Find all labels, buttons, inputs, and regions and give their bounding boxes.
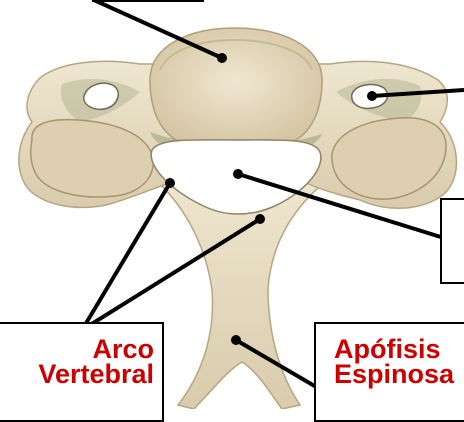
label-arco-line2: Vertebral [0,362,154,387]
dot-body [217,53,227,63]
label-apofisis-line2: Espinosa [334,362,464,387]
vertebral-body [150,28,322,148]
top-label-box-edge [92,0,204,2]
leader-line-body [94,0,222,58]
dot-arco-right [255,214,265,224]
dot-apofisis [231,335,241,345]
dot-transverse-foramen [367,91,377,101]
dot-arco-left [165,178,175,188]
label-arco-vertebral: Arco Vertebral [0,322,164,422]
dot-vertebral-foramen [233,169,243,179]
label-box-vertebral-foramen [440,198,464,284]
label-apofisis-espinosa: Apófisis Espinosa [314,322,464,422]
